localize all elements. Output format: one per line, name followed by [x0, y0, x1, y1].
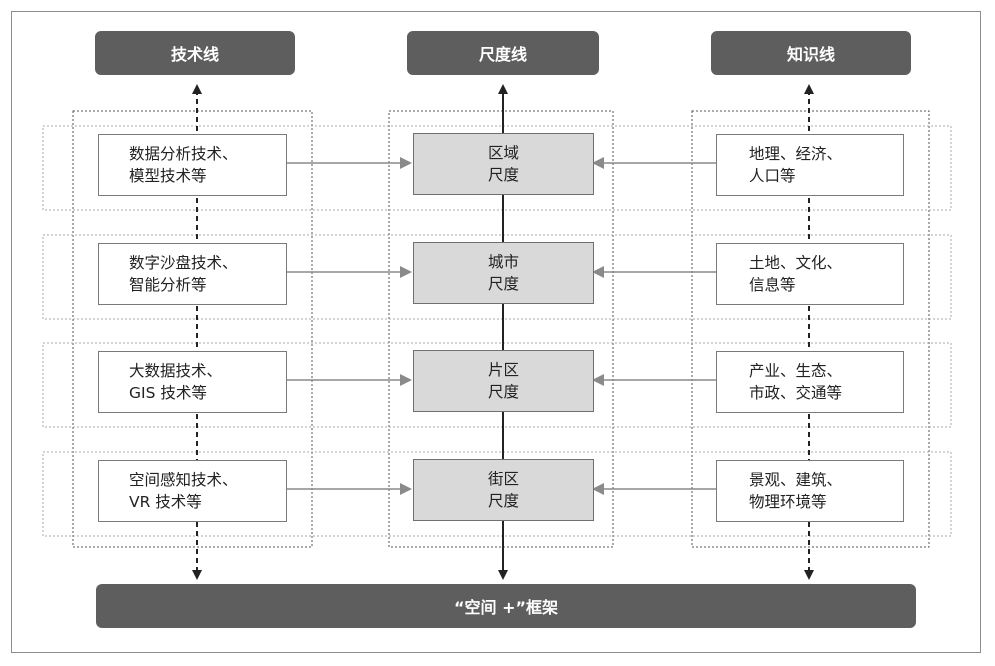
- scale-box-city-text: 城市 尺度: [487, 253, 519, 293]
- knowledge-box-1-text: 地理、经济、 人口等: [749, 145, 843, 185]
- knowledge-box-2: 土地、文化、 信息等: [716, 243, 904, 305]
- outer-frame: [11, 11, 981, 653]
- scale-box-block: 街区 尺度: [413, 459, 594, 521]
- tech-line-header: 技术线: [95, 31, 295, 75]
- scale-box-region-text: 区域 尺度: [487, 144, 519, 184]
- scale-line-header: 尺度线: [407, 31, 599, 75]
- tech-box-3: 大数据技术、 GIS 技术等: [98, 351, 287, 413]
- row-band-1: [42, 125, 952, 211]
- tech-box-2-text: 数字沙盘技术、 智能分析等: [129, 254, 238, 294]
- tech-box-1: 数据分析技术、 模型技术等: [98, 134, 287, 196]
- knowledge-line-header: 知识线: [711, 31, 911, 75]
- tech-box-1-text: 数据分析技术、 模型技术等: [129, 145, 238, 185]
- tech-box-4-text: 空间感知技术、 VR 技术等: [129, 471, 238, 511]
- row-band-3: [42, 342, 952, 428]
- tech-box-4: 空间感知技术、 VR 技术等: [98, 460, 287, 522]
- row-band-4: [42, 451, 952, 537]
- knowledge-box-4: 景观、建筑、 物理环境等: [716, 460, 904, 522]
- knowledge-box-1: 地理、经济、 人口等: [716, 134, 904, 196]
- scale-column-enclosure: [388, 110, 614, 548]
- knowledge-box-4-text: 景观、建筑、 物理环境等: [749, 471, 843, 511]
- tech-box-2: 数字沙盘技术、 智能分析等: [98, 243, 287, 305]
- tech-box-3-text: 大数据技术、 GIS 技术等: [129, 362, 223, 402]
- tech-column-enclosure: [72, 110, 313, 548]
- framework-footer-bar: “空间 +”框架: [96, 584, 916, 628]
- scale-box-block-text: 街区 尺度: [487, 470, 519, 510]
- row-band-2: [42, 234, 952, 320]
- knowledge-box-3-text: 产业、生态、 市政、交通等: [749, 362, 843, 402]
- knowledge-box-2-text: 土地、文化、 信息等: [749, 254, 843, 294]
- scale-box-region: 区域 尺度: [413, 133, 594, 195]
- scale-box-district-text: 片区 尺度: [487, 361, 519, 401]
- knowledge-box-3: 产业、生态、 市政、交通等: [716, 351, 904, 413]
- scale-box-city: 城市 尺度: [413, 242, 594, 304]
- scale-box-district: 片区 尺度: [413, 350, 594, 412]
- knowledge-column-enclosure: [691, 110, 930, 548]
